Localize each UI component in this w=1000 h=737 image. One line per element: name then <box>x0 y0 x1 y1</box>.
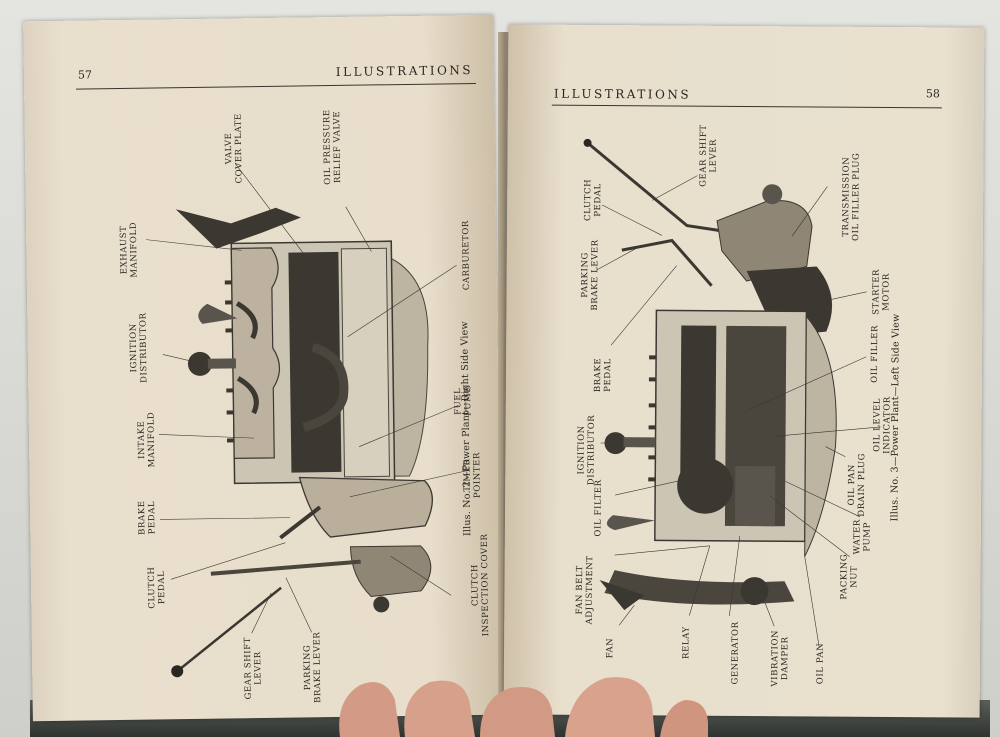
label-generator: GENERATOR <box>730 621 741 685</box>
open-manual: 57 ILLUSTRATIONS <box>14 12 994 724</box>
label-fan: FAN <box>605 637 616 659</box>
engine-left-side-illustration <box>583 138 881 647</box>
right-page: ILLUSTRATIONS 58 <box>503 24 985 718</box>
label-relay: RELAY <box>681 626 692 659</box>
label-oil-filler: OIL FILLER <box>869 324 881 383</box>
label-oil-filter: OIL FILTER <box>593 479 604 537</box>
right-caption: Illus. No. 3—Power Plant—Left Side View <box>889 313 902 522</box>
left-page: 57 ILLUSTRATIONS <box>23 14 503 722</box>
label-oil-pan: OIL PAN <box>815 642 826 685</box>
hand-fingers <box>339 677 708 737</box>
label-carburetor: CARBURETOR <box>461 220 472 291</box>
engine-right-side-illustration <box>146 163 470 678</box>
